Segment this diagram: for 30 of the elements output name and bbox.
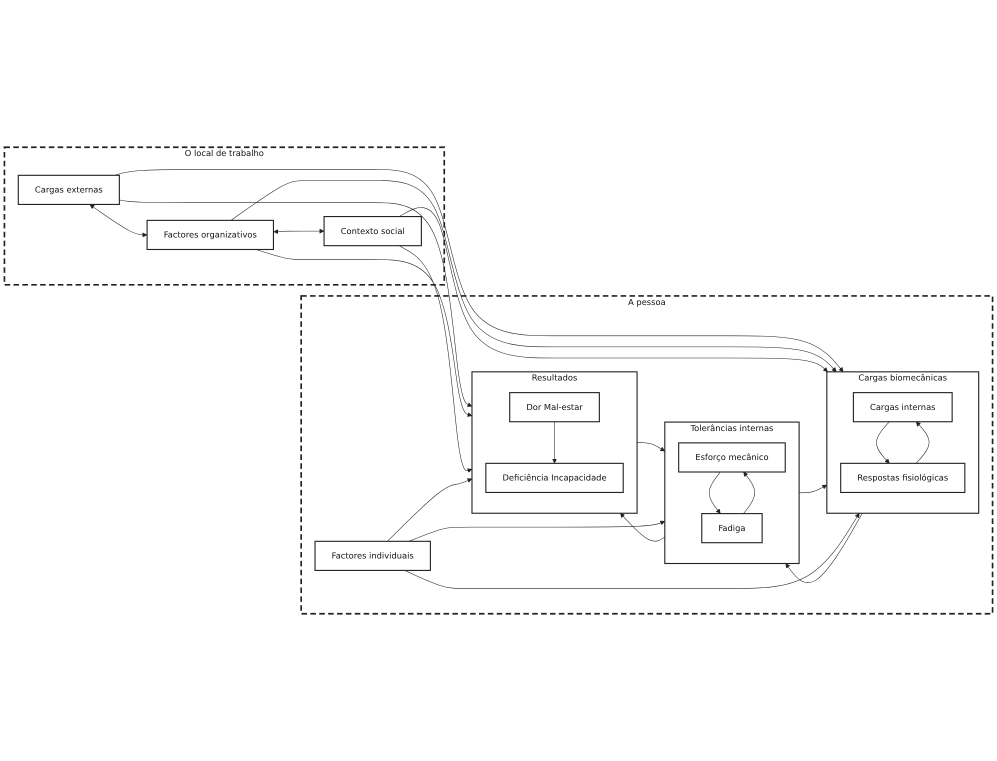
node-box: Respostas fisiológicas [840, 462, 966, 493]
arrow [398, 207, 828, 372]
node-box: Cargas internas [852, 392, 953, 422]
arrow [916, 422, 930, 464]
arrow [408, 520, 666, 542]
arrow [552, 421, 557, 464]
node-box: Factores individuais [314, 540, 431, 571]
node-box: Deficiência Incapacidade [485, 462, 624, 493]
arrow [785, 512, 863, 583]
node-box: Esforço mecânico [678, 442, 786, 473]
arrow [387, 478, 472, 542]
arrow [398, 245, 472, 473]
arrow [620, 513, 666, 542]
arrow [708, 472, 721, 514]
arrow [743, 472, 755, 514]
node-box: Fadiga [701, 513, 763, 544]
arrow [876, 421, 890, 464]
arrow [798, 484, 828, 494]
arrow [230, 180, 837, 372]
node-box: Factores organizativos [146, 220, 274, 250]
node-box: Contexto social [324, 216, 422, 246]
arrow [273, 228, 324, 234]
arrow [114, 169, 844, 372]
arrow [90, 204, 148, 238]
arrow [404, 513, 860, 589]
arrow [256, 249, 472, 417]
arrow [636, 442, 666, 452]
arrow [119, 200, 472, 407]
node-box: Dor Mal-estar [509, 392, 600, 422]
node-box: Cargas externas [18, 174, 120, 205]
